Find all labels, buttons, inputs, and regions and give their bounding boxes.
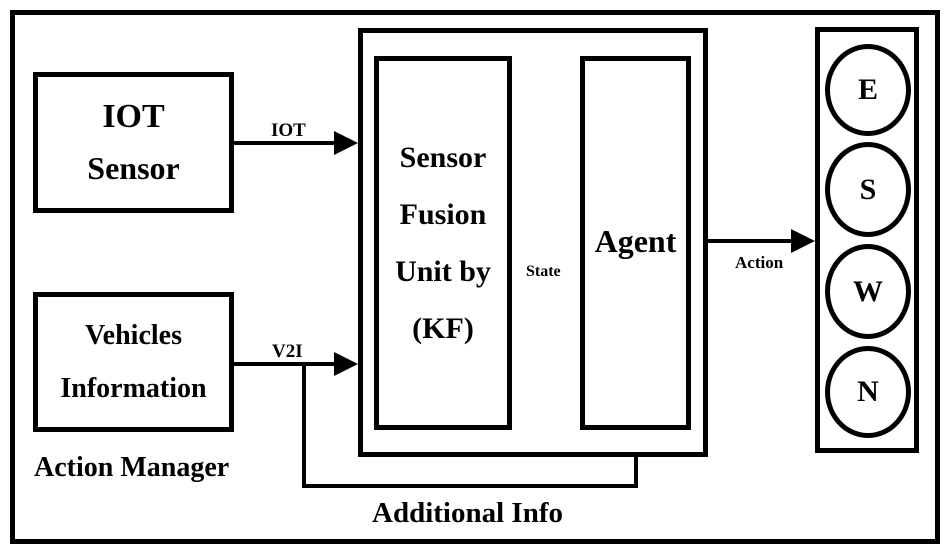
additional-info-arrow [302, 364, 648, 488]
direction-west: W [825, 244, 911, 339]
action-arrow-label: Action [735, 253, 784, 272]
additional-info-label: Additional Info [372, 497, 563, 529]
iot-arrow-label: IOT [271, 120, 306, 141]
sensor-fusion-line1: Sensor [399, 141, 487, 174]
sensor-fusion-line3: Unit by [395, 255, 491, 288]
v2i-arrow-label: V2I [272, 341, 303, 362]
vehicles-info-line1: Vehicles [85, 319, 182, 351]
agent-label: Agent [594, 223, 677, 259]
sensor-fusion-box: Sensor Fusion Unit by (KF) [374, 56, 512, 430]
vehicles-info-line2: Information [60, 373, 207, 404]
iot-sensor-line2: Sensor [87, 150, 180, 187]
iot-sensor-line1: IOT [102, 98, 165, 136]
sensor-fusion-line4: (KF) [412, 312, 474, 345]
direction-north: N [825, 346, 911, 438]
iot-sensor-box: IOT Sensor [33, 72, 234, 213]
sensor-fusion-line2: Fusion [399, 198, 487, 231]
state-arrow-label: State [526, 263, 561, 280]
agent-box: Agent [580, 56, 691, 430]
direction-east: E [825, 44, 911, 136]
action-manager-label: Action Manager [34, 452, 230, 483]
vehicles-information-box: Vehicles Information [33, 292, 234, 432]
direction-south: S [825, 142, 911, 237]
outer-frame [10, 10, 940, 544]
